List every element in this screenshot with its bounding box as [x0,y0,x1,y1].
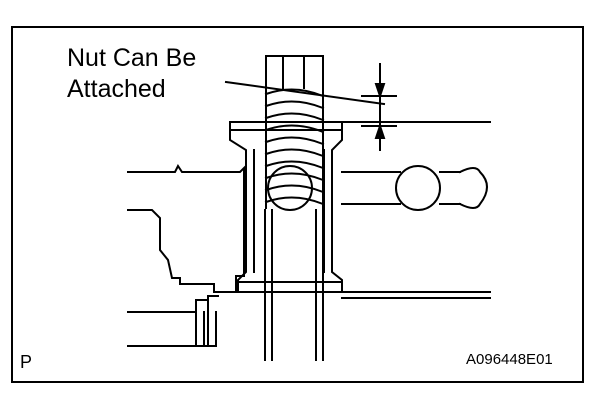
dimension-arrow-top [374,83,386,100]
nut-collar-line [229,129,343,283]
figure-frame [11,26,584,383]
callout-line-2: Attached [67,75,166,103]
housing-inner-lines [195,299,209,347]
housing-step [127,295,219,313]
bolt-top-inner [282,55,305,89]
bolt-shank [264,209,324,361]
callout-line-1: Nut Can Be [67,44,197,72]
leader-line [224,80,386,106]
base-plate [341,291,491,299]
bolt-top [265,55,324,91]
dimension-arrow-bottom [374,122,386,139]
right-pin [395,165,441,211]
housing-lower-profile [127,209,245,293]
cross-pin [267,165,313,211]
corner-label: P [20,352,33,372]
housing-outline [127,164,245,277]
nut-collar [229,121,343,293]
housing-step-lower [127,311,217,347]
right-bar [341,171,461,205]
right-bar-end [458,167,488,209]
figure-code: A096448E01 [466,351,553,368]
callout-label: Nut Can Be Attached [67,43,196,105]
bolt-thread [264,88,325,209]
